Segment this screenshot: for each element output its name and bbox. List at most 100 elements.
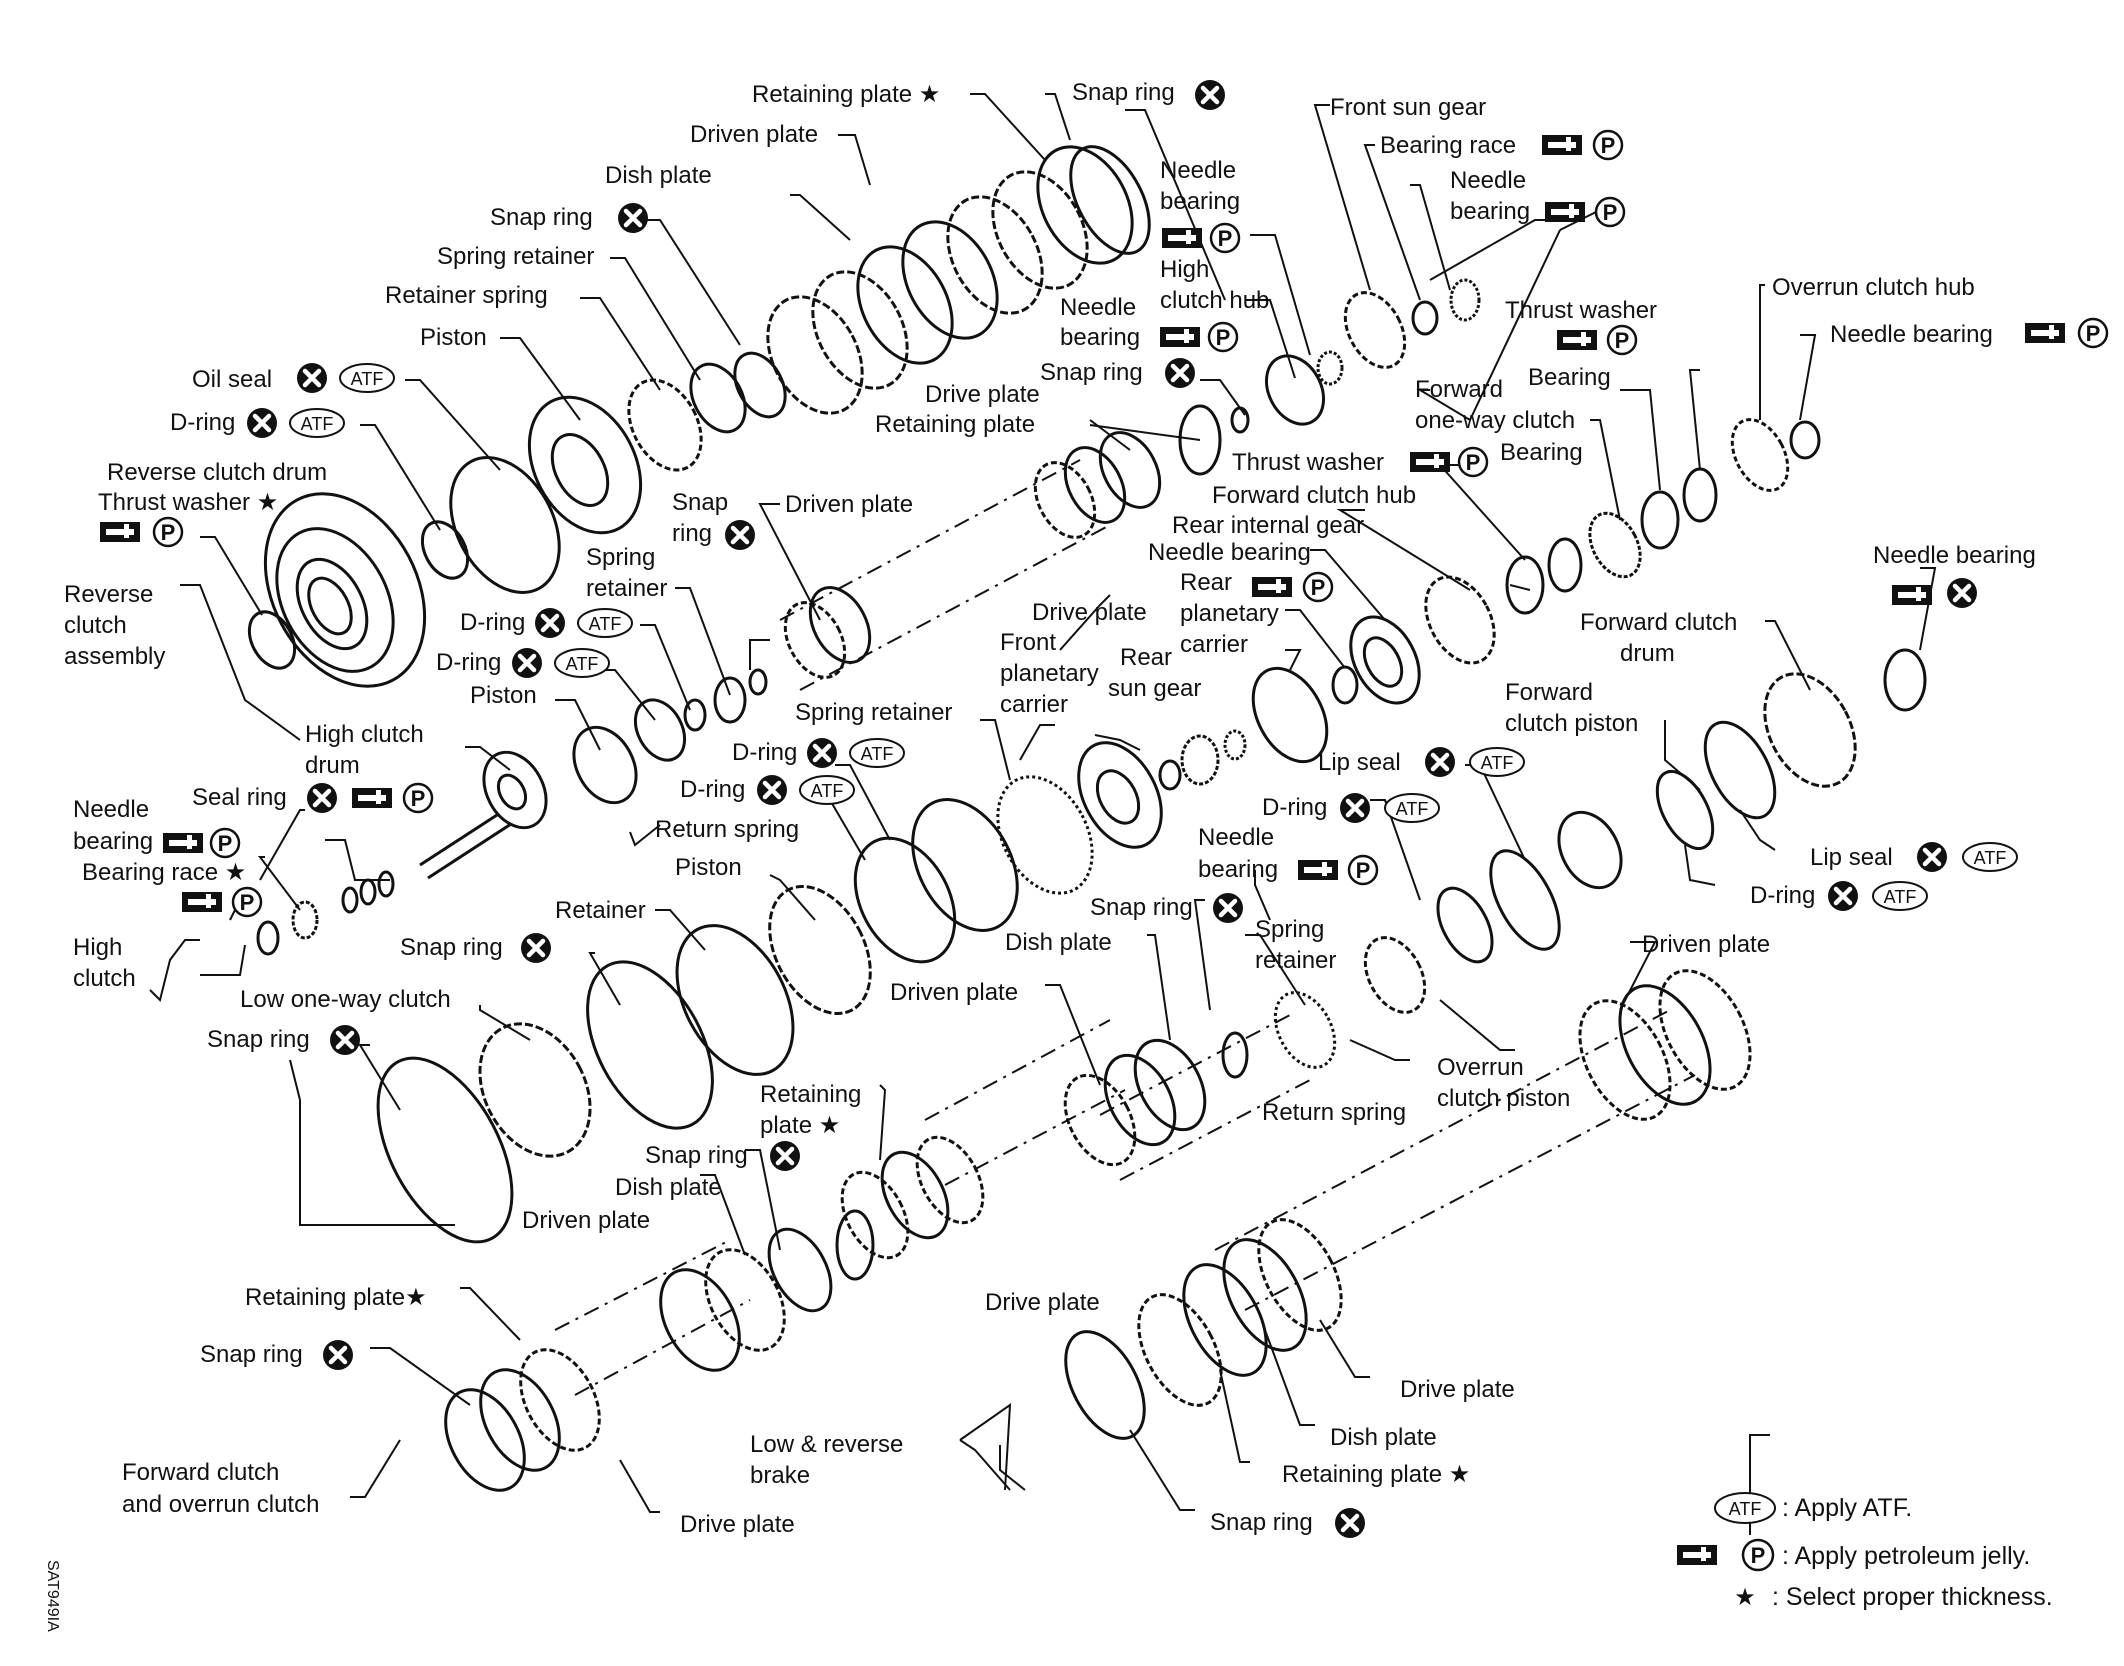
label-return-spring-lower: Return spring <box>1262 1099 1406 1126</box>
forward-snap-lower <box>1064 1330 1146 1440</box>
label-d-ring-center2: D-ring <box>680 776 745 803</box>
svg-text:planetary: planetary <box>1000 660 1099 687</box>
label-forward-clutch-piston: Forward clutch piston <box>1505 679 1638 737</box>
forward-oneway-clutch-part <box>1588 511 1642 579</box>
svg-text:clutch: clutch <box>64 612 127 639</box>
svg-text:bearing: bearing <box>1450 198 1530 225</box>
label-lip-seal-center: Lip seal <box>1318 749 1401 776</box>
label-dish-plate-lower: Dish plate <box>615 1174 722 1201</box>
high-clutch-plates <box>783 431 1162 679</box>
label-snap-ring-center: Snap ring <box>672 489 728 547</box>
label-forward-clutch-hub: Forward clutch hub <box>1212 482 1416 509</box>
label-high-clutch-hub: High clutch hub <box>1160 256 1269 314</box>
svg-text:: Apply petroleum jelly.: : Apply petroleum jelly. <box>1782 1542 2030 1570</box>
svg-text:planetary: planetary <box>1180 600 1279 627</box>
label-spring-retainer-lower: Spring retainer <box>1255 916 1336 974</box>
label-oil-seal: Oil seal <box>192 366 272 393</box>
svg-text:Needle: Needle <box>73 796 149 823</box>
label-overrun-clutch-piston: Overrun clutch piston <box>1437 1054 1570 1112</box>
overrun-clutch-piston-part <box>1363 936 1427 1014</box>
needle-bearing-top2-part <box>1449 278 1481 322</box>
svg-text:assembly: assembly <box>64 643 165 670</box>
svg-text:drum: drum <box>1620 640 1675 667</box>
return-spring-part <box>1273 991 1337 1069</box>
legend-jelly-row: P : Apply petroleum jelly. <box>1677 1538 2030 1572</box>
dring-mid-part <box>1436 886 1494 964</box>
label-drive-plate-lower-center: Drive plate <box>985 1289 1100 1316</box>
needle-bearing-part <box>291 900 319 940</box>
label-forward-oneway-clutch: Forward one-way clutch <box>1415 376 1575 434</box>
thrust-washer-mid-2 <box>1682 467 1718 523</box>
svg-text:bearing: bearing <box>73 828 153 855</box>
svg-text:Front: Front <box>1000 629 1056 656</box>
overrun-plate-box <box>1099 1014 1311 1181</box>
top-snap-ring-part <box>1069 145 1151 255</box>
label-retainer: Retainer <box>555 897 646 924</box>
label-snap-ring-lower-center: Snap ring <box>1090 894 1193 921</box>
high-clutch-hub-part <box>1264 354 1326 426</box>
label-snap-ring-2: Snap ring <box>490 204 593 231</box>
label-bearing-mid-right: Bearing <box>1500 439 1583 466</box>
needle-bearing-top-part <box>1316 350 1344 386</box>
hc-dring-2 <box>683 698 707 732</box>
lip-seal-mid-part <box>1489 849 1561 951</box>
rear-sun-bearing <box>1180 734 1220 786</box>
label-d-ring-right: D-ring <box>1750 882 1815 909</box>
label-bearing-race-left: Bearing race ★ <box>82 859 246 886</box>
label-return-spring-center: Return spring <box>655 816 799 843</box>
svg-text:clutch hub: clutch hub <box>1160 287 1269 314</box>
spring-retainer-lower <box>1221 1031 1249 1079</box>
label-drive-plate-top: Drive plate <box>925 381 1040 408</box>
svg-text:retainer: retainer <box>1255 947 1336 974</box>
svg-text:Needle: Needle <box>1060 294 1136 321</box>
label-driven-plate-lower: Driven plate <box>522 1207 650 1234</box>
leader-lines <box>149 93 1937 1535</box>
svg-text:carrier: carrier <box>1180 631 1248 658</box>
svg-text:drum: drum <box>305 752 360 779</box>
svg-text:Forward clutch: Forward clutch <box>1580 609 1737 636</box>
label-low-oneway-clutch: Low one-way clutch <box>240 986 451 1013</box>
label-d-ring-center3: D-ring <box>1262 794 1327 821</box>
low-dring-2-part <box>911 798 1019 932</box>
bearing-race-part <box>256 920 280 956</box>
label-retaining-plate-top: Retaining plate ★ <box>752 81 940 108</box>
overrun-plates <box>1063 1038 1207 1167</box>
label-piston-center: Piston <box>675 854 742 881</box>
svg-text:bearing: bearing <box>1198 856 1278 883</box>
svg-text:P: P <box>1751 1543 1766 1568</box>
star-icon: ★ <box>1734 1583 1756 1611</box>
svg-text:Reverse: Reverse <box>64 581 153 608</box>
low-reverse-plates <box>444 1248 786 1492</box>
snap-ring-mid-part <box>1178 404 1222 476</box>
svg-text:clutch: clutch <box>73 965 136 992</box>
svg-text:: Apply ATF.: : Apply ATF. <box>1782 1494 1912 1522</box>
label-snap-ring-lower-left: Snap ring <box>645 1142 748 1169</box>
p-icon: P <box>1741 1538 1775 1572</box>
overrun-clutch-hub-part <box>1730 418 1790 492</box>
needle-bearing-right <box>1789 420 1821 460</box>
hc-snap-ring <box>748 668 768 696</box>
svg-text:sun gear: sun gear <box>1108 675 1201 702</box>
svg-text:Rear: Rear <box>1180 569 1232 596</box>
low-snap-ring-2-part <box>586 960 714 1130</box>
rear-internal-gear-needle <box>1331 665 1359 705</box>
label-rear-internal-gear: Rear internal gear <box>1172 512 1364 539</box>
low-snap-ring-part <box>376 1056 514 1244</box>
svg-text:ring: ring <box>672 520 712 547</box>
label-front-sun-gear: Front sun gear <box>1330 94 1486 121</box>
seal-rings-part <box>341 870 395 914</box>
label-needle-bearing-top: Needle bearing <box>1160 157 1240 215</box>
label-piston-top: Piston <box>420 324 487 351</box>
svg-text:carrier: carrier <box>1000 691 1068 718</box>
svg-text:: Select proper thickness.: : Select proper thickness. <box>1772 1583 2053 1611</box>
front-sun-gear-part <box>1343 291 1407 369</box>
label-retainer-spring: Retainer spring <box>385 282 548 309</box>
legend: ATF : Apply ATF. P : Apply petroleum jel… <box>1677 1492 2053 1611</box>
forward-plates <box>1137 969 1752 1407</box>
label-spring-retainer-mid: Spring retainer <box>586 544 667 602</box>
label-retaining-plate-bottom: Retaining plate ★ <box>1282 1461 1470 1488</box>
label-driven-plate-top: Driven plate <box>690 121 818 148</box>
rear-needle-bearing <box>1223 729 1247 761</box>
svg-text:bearing: bearing <box>1160 188 1240 215</box>
